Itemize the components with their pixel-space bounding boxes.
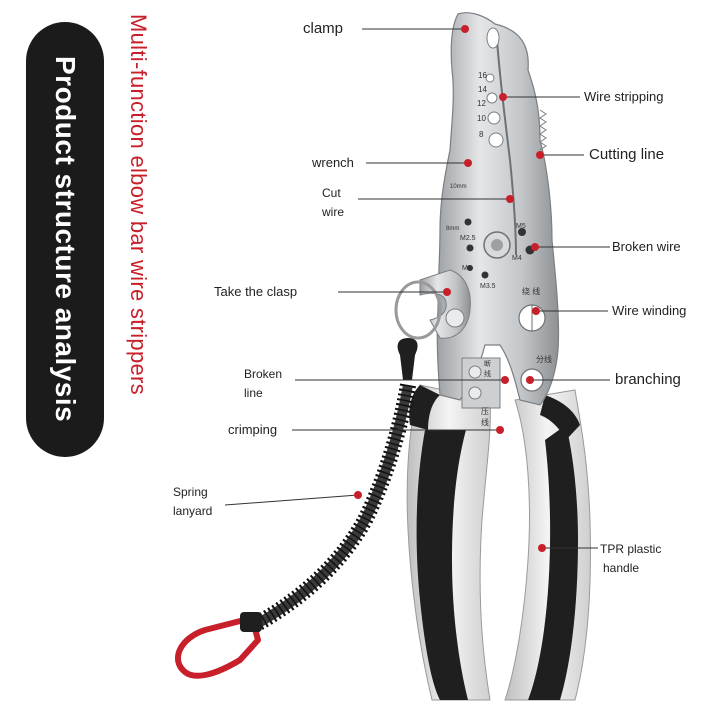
page-title: Product structure analysis (50, 56, 81, 423)
right-handle-grip-top (540, 395, 580, 440)
product-subtitle: Multi-function elbow bar wire strippers (126, 14, 151, 395)
dot-cutting-line (536, 151, 544, 159)
dot-take-clasp (443, 288, 451, 296)
mark-m5: M5 (516, 223, 526, 230)
dot-broken-wire (531, 243, 539, 251)
label-wire-winding: Wire winding (612, 303, 687, 318)
gauge-10: 10 (477, 114, 486, 123)
tool-head (436, 12, 560, 406)
mark-10mm: 10mm (450, 184, 467, 190)
gauge-14: 14 (478, 85, 487, 94)
label-wire-stripping: Wire stripping (584, 89, 664, 104)
mark-ya-2: 线 (481, 417, 489, 427)
label-wrench: wrench (312, 155, 354, 170)
mark-8mm: 8mm (446, 226, 459, 232)
crimp-plate (461, 357, 501, 409)
left-handle-grip (416, 430, 468, 700)
label-tpr-plastic: TPR plastic (600, 542, 662, 556)
dot-branching (526, 376, 534, 384)
dot-wrench (464, 159, 472, 167)
label-clamp: clamp (303, 20, 344, 37)
label-broken-wire: Broken wire (612, 239, 681, 254)
clamp-hole (486, 27, 500, 49)
mark-duan-2: 线 (484, 369, 491, 378)
carabiner (174, 615, 261, 679)
label-cut: Cut (322, 186, 341, 200)
mark-m35: M3.5 (480, 283, 496, 290)
product-subtitle-wrap: Multi-function elbow bar wire strippers (118, 14, 158, 504)
label-broken: Broken (244, 367, 283, 381)
mark-m4: M4 (512, 255, 522, 262)
mark-rao-xian: 绕 线 (522, 286, 540, 296)
mark-duan-1: 断 (484, 359, 491, 368)
label-cutting-line: Cutting line (589, 146, 665, 163)
mark-fen-xian: 分线 (536, 354, 552, 364)
key-ring (394, 280, 442, 340)
right-handle-grip (528, 425, 578, 700)
mark-ya-1: 压 (481, 407, 489, 416)
jaw-gap (496, 39, 517, 256)
title-banner-text: Product structure analysis (26, 22, 104, 457)
spring-lanyard (251, 383, 416, 632)
label-lanyard: lanyard (173, 504, 213, 518)
dot-crimping (496, 426, 504, 434)
dot-spring-lanyard (354, 491, 362, 499)
label-handle: handle (603, 561, 640, 575)
label-spring: Spring (173, 485, 208, 499)
label-take-clasp: Take the clasp (214, 284, 298, 299)
gauge-8: 8 (479, 130, 484, 139)
dot-cut-wire (506, 195, 514, 203)
mark-m25: M2.5 (460, 235, 476, 242)
dot-tpr-handle (538, 544, 546, 552)
dot-broken-line (501, 376, 509, 384)
label-line: line (244, 386, 263, 400)
mark-m3: M3 (462, 265, 472, 272)
gauge-16: 16 (478, 71, 487, 80)
gauge-12: 12 (477, 99, 486, 108)
label-wire: wire (322, 205, 345, 219)
dot-wire-winding (532, 307, 540, 315)
left-handle-grip-top (409, 385, 440, 430)
label-crimping: crimping (228, 422, 278, 437)
label-branching: branching (615, 371, 681, 388)
dot-clamp (461, 25, 469, 33)
title-banner (26, 22, 104, 457)
dot-wire-stripping (499, 93, 507, 101)
